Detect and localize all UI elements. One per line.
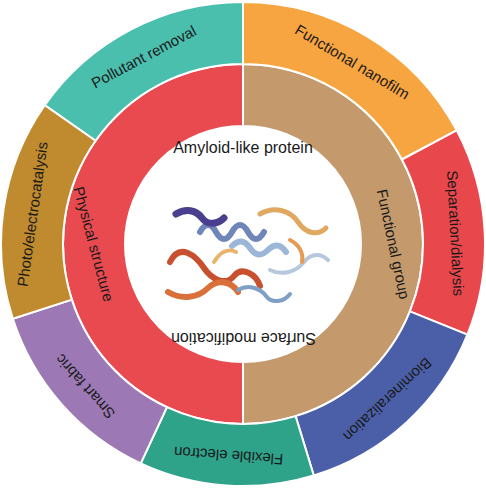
segment-label: Physical structure bbox=[70, 185, 117, 304]
segment-label: Surface modification bbox=[171, 329, 316, 347]
segment-label: Biomineralization bbox=[340, 354, 435, 444]
segment-label: Functional nanofilm bbox=[292, 22, 412, 103]
segment-label: Smart fabric bbox=[52, 350, 118, 421]
segment-label: Functional group bbox=[373, 188, 412, 301]
segment-label: Amyloid-like protein bbox=[173, 139, 313, 157]
segment-label: Separation/dialysis bbox=[443, 170, 466, 297]
segment-label: Flexible electron bbox=[173, 443, 283, 467]
segment-label: Pollutant removal bbox=[88, 22, 198, 91]
segment-label: Photo/electrocatalysis bbox=[15, 141, 52, 288]
